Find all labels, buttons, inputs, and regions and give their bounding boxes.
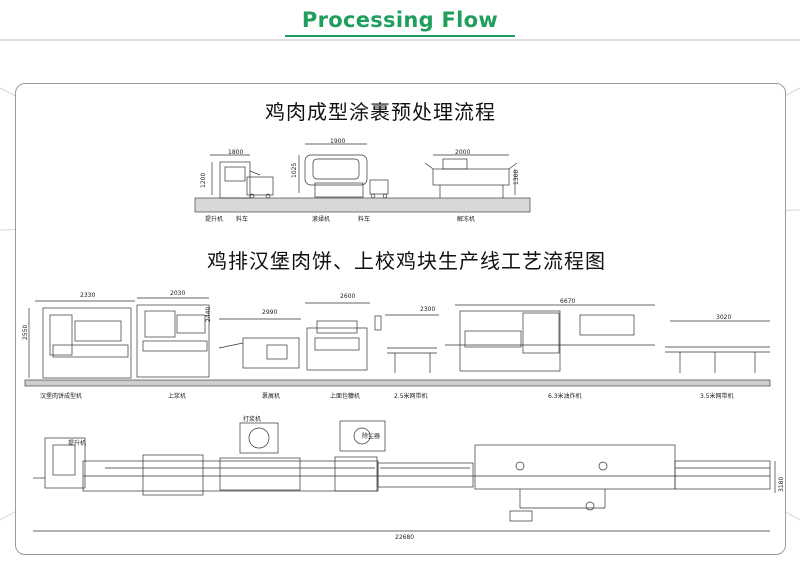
section1-title: 鸡肉成型涂裹预处理流程 [265, 100, 496, 124]
s1-label-lift: 提升机 [205, 216, 224, 223]
s2-dim-1: 2330 [80, 292, 96, 299]
plan-label-beater: 打浆机 [243, 416, 262, 423]
process-flow-drawing [24, 143, 776, 532]
plan-dim-length: 22680 [395, 534, 415, 541]
s2-dim-3: 2990 [262, 309, 278, 316]
plan-label-lift: 提升机 [68, 440, 87, 447]
s2-dim-7: 3020 [716, 314, 732, 321]
s2-label-crumb: 上面包糠机 [330, 393, 361, 400]
s2-label-fryer: 6.3米油炸机 [548, 393, 582, 400]
s2-label-batter: 上浆机 [168, 393, 187, 400]
s1-dim-6: 1300 [513, 169, 520, 185]
crumb-machine-drawing [305, 302, 382, 371]
title-underline [0, 35, 800, 41]
s1-label-cart: 料车 [236, 216, 249, 223]
plan-dim-width: 3180 [778, 476, 785, 492]
s1-dim-5: 2000 [455, 149, 471, 156]
plan-view-drawing [33, 420, 776, 532]
s2-label-belt2: 3.5米网带机 [700, 393, 734, 400]
s2-label-forming: 汉堡肉饼成型机 [40, 393, 83, 400]
s2-label-breading: 裹屑机 [262, 393, 281, 400]
breading-machine-drawing [218, 318, 301, 369]
s2-dim-5: 2300 [420, 306, 436, 313]
s1-dim-3: 1900 [330, 138, 346, 145]
s1-dim-2: 1200 [200, 172, 207, 188]
s2-dim-8: 2550 [22, 324, 29, 340]
thawing-machine-drawing [424, 154, 518, 198]
forming-machine-drawing [28, 300, 135, 379]
section2-title: 鸡排汉堡肉饼、上校鸡块生产线工艺流程图 [207, 249, 606, 273]
s2-dim-6: 6670 [560, 298, 576, 305]
fryer-drawing [445, 304, 655, 372]
mesh-belt-1-drawing [385, 314, 439, 373]
section1-floor [194, 197, 531, 213]
s1-label-cart-2: 料车 [358, 216, 371, 223]
s2-dim-9: 2440 [205, 306, 212, 322]
s2-label-belt1: 2.5米网带机 [394, 393, 428, 400]
plan-label-dust: 除尘器 [362, 433, 381, 440]
tumbler-drawing [298, 143, 389, 199]
s2-dim-2: 2030 [170, 290, 186, 297]
s1-label-tumbler: 滚揉机 [312, 216, 331, 223]
s1-dim-1: 1800 [228, 149, 244, 156]
batter-machine-drawing [136, 297, 210, 378]
s2-dim-4: 2600 [340, 293, 356, 300]
lift-machine-drawing [210, 154, 274, 199]
section2-floor [24, 379, 771, 387]
s1-label-thawer: 解冻机 [457, 216, 476, 223]
page-title: Processing Flow [301, 8, 499, 32]
s1-dim-4: 1025 [291, 162, 298, 178]
belt-dashes [105, 467, 770, 469]
mesh-belt-2-drawing [665, 320, 770, 373]
